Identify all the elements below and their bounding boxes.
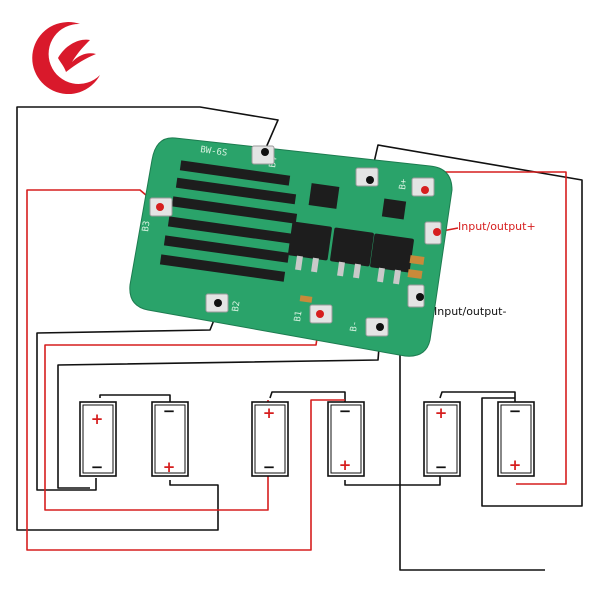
wire-b2	[36, 309, 219, 491]
cell-4-top-sign: −	[339, 402, 352, 420]
pad-label-bplus: B+	[398, 178, 409, 191]
battery-cell-3: + −	[251, 401, 289, 477]
wire-b5	[369, 144, 583, 507]
pad-label-b2: B2	[231, 300, 242, 312]
pad-label-b3: B3	[141, 220, 152, 232]
cell-6-top-sign: −	[509, 402, 522, 420]
battery-cells: + − − + + − − + + −	[79, 401, 535, 477]
wire-cell1-2	[99, 394, 171, 402]
battery-cell-5: + −	[423, 401, 461, 477]
brand-logo	[32, 22, 100, 95]
board-model-label: BW-6S	[200, 145, 228, 159]
pad-io-plus	[424, 221, 442, 245]
pcb-board: BW-6S B4 B5 B+ B3 B2 B1 B-	[129, 137, 453, 357]
battery-cell-1: + −	[79, 401, 117, 477]
label-input-output-plus: Input/output+	[458, 220, 536, 233]
cell-5-top-sign: +	[435, 404, 448, 422]
cell-3-top-sign: +	[263, 404, 276, 422]
cell-6-bottom-sign: +	[509, 456, 522, 474]
pad-label-bminus: B-	[349, 320, 360, 332]
wire-b4	[16, 106, 279, 531]
wire-cell4-5	[344, 476, 441, 486]
battery-cell-2: − +	[151, 401, 189, 477]
cell-3-bottom-sign: −	[263, 458, 276, 476]
cell-2-bottom-sign: +	[163, 458, 176, 476]
battery-cell-4: − +	[327, 401, 365, 477]
label-input-output-minus: Input/output-	[434, 305, 506, 318]
pad-label-b1: B1	[293, 310, 304, 322]
battery-cell-6: − +	[497, 401, 535, 477]
pad-io-minus	[407, 284, 425, 308]
cell-1-bottom-sign: −	[91, 458, 104, 476]
wire-b3	[26, 189, 345, 551]
wire-cell3-4	[269, 391, 346, 402]
cell-1-top-sign: +	[91, 410, 104, 428]
cell-5-bottom-sign: −	[435, 458, 448, 476]
cell-2-top-sign: −	[163, 402, 176, 420]
wire-cell5-6	[439, 391, 516, 402]
pad-b5	[355, 167, 379, 187]
cell-4-bottom-sign: +	[339, 456, 352, 474]
